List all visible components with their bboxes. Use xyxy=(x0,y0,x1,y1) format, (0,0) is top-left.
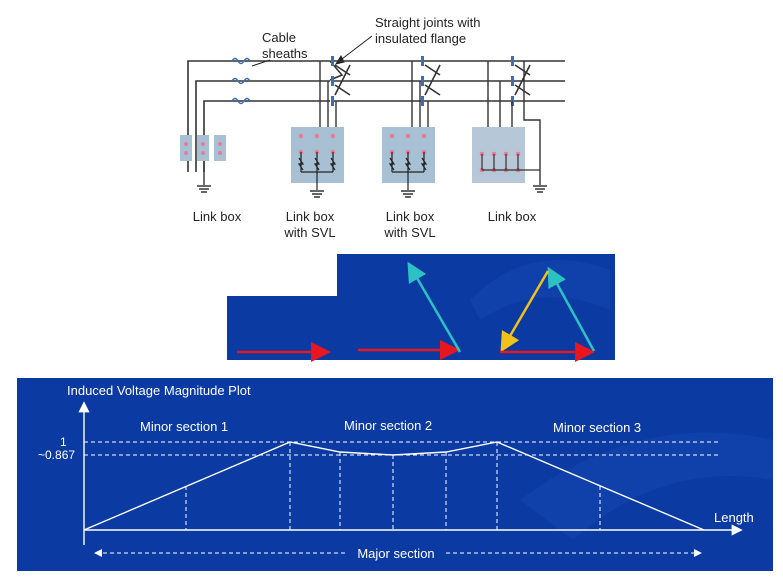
vector-panel-swoosh xyxy=(470,260,610,320)
sheath-termination-icons xyxy=(231,57,251,105)
major-section-label-bg xyxy=(348,544,444,562)
link-box-2-label-line1: Link box xyxy=(286,209,335,224)
link-box-2-label-line2: with SVL xyxy=(283,225,335,240)
link-box-1 xyxy=(180,135,226,185)
cyan-vector-2 xyxy=(407,261,462,353)
link-box-labels: Link box Link box with SVL Link box with… xyxy=(193,209,537,240)
section-label-1: Minor section 1 xyxy=(140,419,228,434)
link-box-3-svl xyxy=(382,127,435,190)
y-tick-1: 1 xyxy=(60,435,67,449)
ground-symbols xyxy=(197,185,547,198)
bonding-leads xyxy=(319,61,541,185)
major-section-label: Major section xyxy=(357,546,434,561)
link-box-3-label-line2: with SVL xyxy=(383,225,435,240)
x-axis-label: Length xyxy=(714,510,754,525)
link-box-3-label-line1: Link box xyxy=(386,209,435,224)
cyan-vector-3 xyxy=(547,266,596,352)
yellow-vector-3 xyxy=(500,270,550,353)
section-label-3: Minor section 3 xyxy=(553,420,641,435)
annotation-arrows xyxy=(251,35,373,67)
cross-bonding-diagram: Cable sheaths Straight joints with insul… xyxy=(180,15,565,240)
link-box-2-svl xyxy=(291,127,344,190)
cable-sheaths-label-line2: sheaths xyxy=(262,46,308,61)
straight-joints-label-line1: Straight joints with xyxy=(375,15,481,30)
cable-sheaths-label-line1: Cable xyxy=(262,30,296,45)
link-box-4 xyxy=(472,127,540,183)
section-label-2: Minor section 2 xyxy=(344,418,432,433)
plot-title: Induced Voltage Magnitude Plot xyxy=(67,383,251,398)
link-box-4-label: Link box xyxy=(488,209,537,224)
section-dividers xyxy=(185,442,601,530)
y-tick-0867: ~0.867 xyxy=(38,448,75,462)
link-box-1-label: Link box xyxy=(193,209,242,224)
straight-joints-label-line2: insulated flange xyxy=(375,31,466,46)
plot-swoosh xyxy=(520,432,773,540)
